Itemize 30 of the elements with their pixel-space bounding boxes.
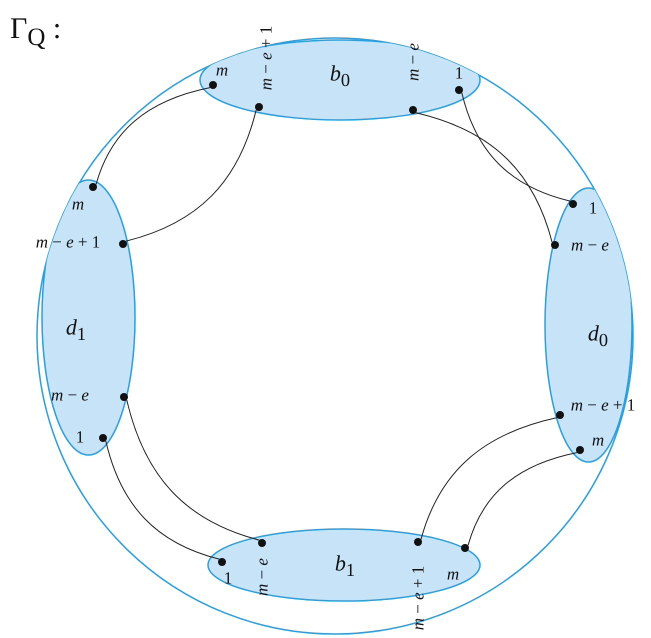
point-label: m [72, 196, 84, 212]
point-label: 1 [588, 200, 598, 216]
point-label: m − e [571, 236, 609, 254]
connecting-curve [420, 417, 558, 540]
connecting-curve [461, 92, 571, 202]
connecting-curve [468, 452, 578, 546]
point-label: 1 [76, 428, 84, 446]
point-label: m − e [404, 43, 422, 81]
endpoint-dot [551, 241, 559, 249]
point-label: m − e [254, 558, 270, 596]
point-label: m [592, 432, 604, 448]
point-label: m [446, 566, 460, 582]
point-label: 1 [454, 64, 464, 82]
connecting-curve [415, 112, 553, 243]
point-label: m − e + 1 [36, 234, 100, 250]
region-label: b$_{1}$ [334, 552, 356, 580]
point-label: m [216, 62, 228, 78]
region-label: d$_{0}$ [588, 322, 608, 350]
point-label: 1 [224, 570, 232, 586]
connecting-curve [96, 87, 210, 185]
region-label: b$_{0}$ [330, 62, 350, 90]
point-label: m − e [51, 386, 89, 404]
point-label: m − e + 1 [410, 566, 426, 630]
connecting-curve [125, 109, 257, 242]
region-label: d$_{1}$ [66, 316, 86, 344]
point-label: m − e + 1 [258, 26, 274, 90]
diagram-title: Γ$_{Q}$ : [10, 14, 62, 50]
endpoint-dot [461, 544, 469, 552]
point-label: m − e + 1 [570, 396, 636, 414]
connecting-curve [105, 440, 220, 560]
